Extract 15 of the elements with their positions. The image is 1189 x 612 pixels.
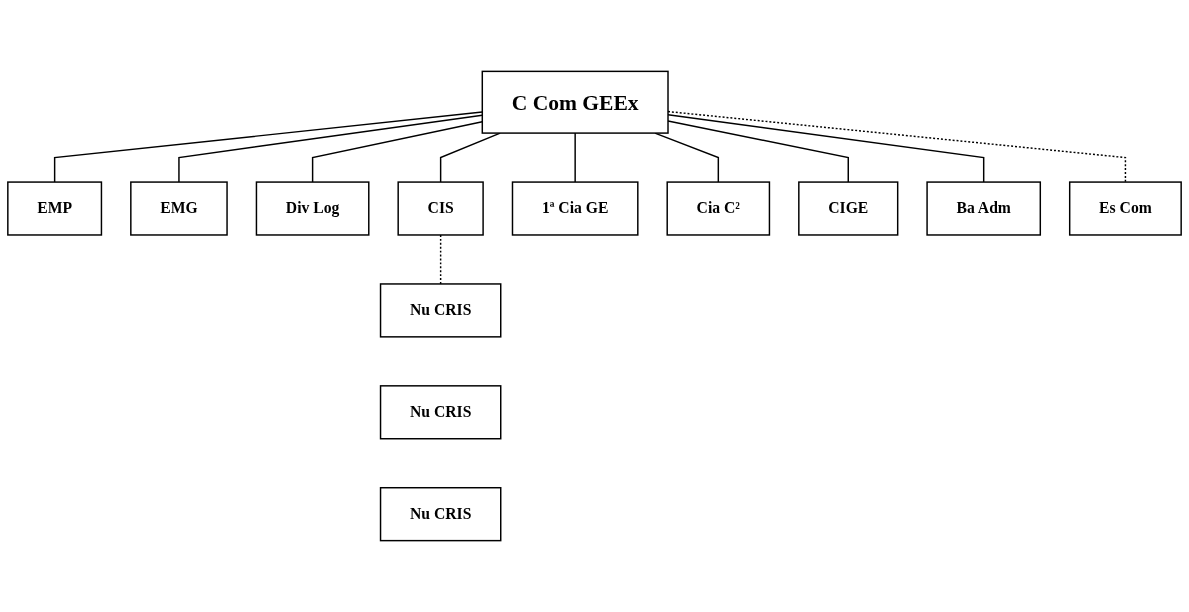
node-box: Ba Adm <box>926 181 1042 236</box>
connector <box>574 132 576 183</box>
node-box: C Com GEEx <box>481 70 669 134</box>
node-box: CIS <box>397 181 484 236</box>
node-box: CIGE <box>798 181 899 236</box>
node-box: Nu CRIS <box>379 487 502 542</box>
node-box: Cia C² <box>666 181 771 236</box>
node-box: EMP <box>7 181 103 236</box>
node-box: Nu CRIS <box>379 283 502 338</box>
node-box: EMG <box>130 181 228 236</box>
node-box: Nu CRIS <box>379 385 502 440</box>
node-box: 1ª Cia GE <box>511 181 639 236</box>
node-box: Div Log <box>255 181 370 236</box>
connector <box>439 132 501 183</box>
node-box: Es Com <box>1068 181 1182 236</box>
